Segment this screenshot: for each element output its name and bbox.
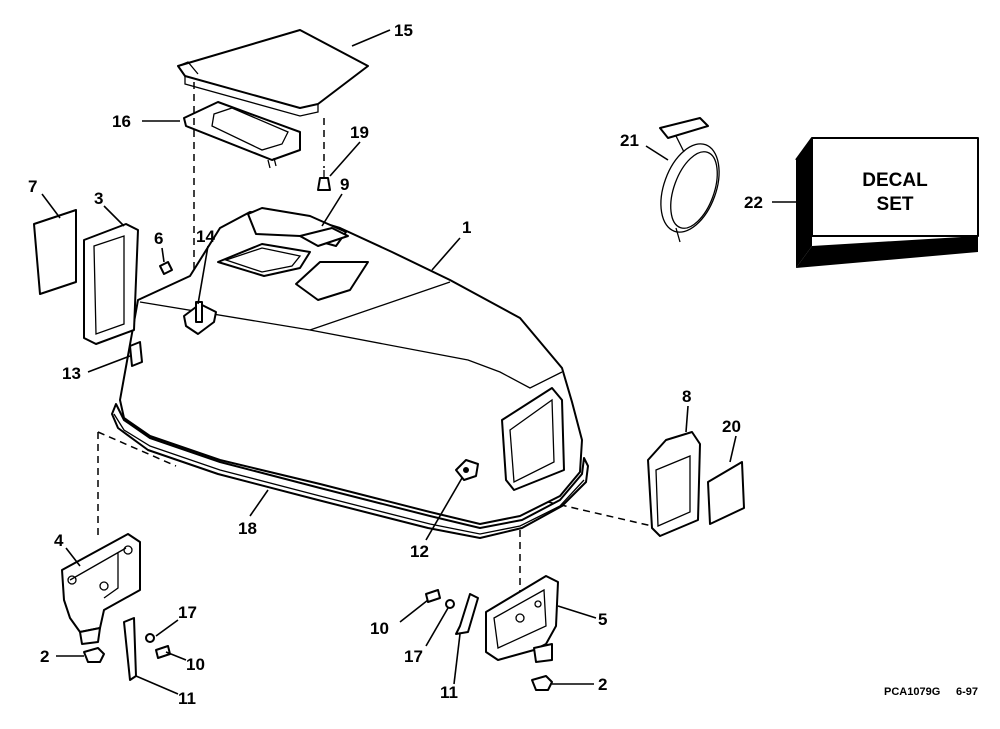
part-15-lid-cover bbox=[177, 29, 369, 117]
part-8-panel bbox=[647, 431, 701, 537]
drawing-code: PCA1079G bbox=[884, 686, 940, 698]
callout-16: 16 bbox=[112, 112, 131, 131]
part-1-engine-cover bbox=[119, 207, 583, 525]
callout-6: 6 bbox=[154, 229, 163, 248]
callout-1: 1 bbox=[462, 218, 471, 237]
callout-11-left: 11 bbox=[178, 689, 196, 708]
callout-22: 22 bbox=[744, 193, 763, 212]
callout-15: 15 bbox=[394, 21, 413, 40]
drawing-date: 6-97 bbox=[956, 686, 978, 698]
part-21-cable bbox=[659, 117, 720, 243]
callout-7: 7 bbox=[28, 177, 37, 196]
callout-19: 19 bbox=[350, 123, 369, 142]
callout-20: 20 bbox=[722, 417, 741, 436]
part-18-seal bbox=[111, 403, 589, 539]
callout-3: 3 bbox=[94, 189, 103, 208]
decal-box-line2: SET bbox=[877, 194, 914, 215]
assembly-lines bbox=[97, 82, 653, 592]
part-3-panel-frame bbox=[83, 223, 139, 345]
callout-10-right: 10 bbox=[370, 619, 389, 638]
part-16-lid-frame bbox=[183, 101, 301, 169]
callout-13: 13 bbox=[62, 364, 81, 383]
footer: PCA1079G 6-97 bbox=[884, 686, 978, 698]
part-17-washer-left bbox=[145, 633, 155, 643]
part-10-screw-right bbox=[425, 589, 441, 603]
part-2-foot-right bbox=[531, 675, 553, 691]
callout-14: 14 bbox=[196, 227, 215, 246]
callout-4: 4 bbox=[54, 531, 64, 550]
part-5-bracket bbox=[485, 575, 559, 663]
part-6-screw bbox=[159, 261, 173, 275]
callout-17-right: 17 bbox=[404, 647, 423, 666]
callout-17-left: 17 bbox=[178, 603, 197, 622]
callout-10-left: 10 bbox=[186, 655, 205, 674]
part-11-strap-left bbox=[123, 617, 137, 681]
callout-21: 21 bbox=[620, 131, 639, 150]
callouts: 15 16 19 9 1 7 3 6 14 13 18 12 8 20 21 2… bbox=[28, 21, 763, 708]
part-11-strap-right bbox=[455, 593, 479, 635]
part-17-washer-right bbox=[445, 599, 455, 609]
part-22-decal-box: DECAL SET bbox=[795, 137, 979, 268]
callout-2-right: 2 bbox=[598, 675, 607, 694]
callout-9: 9 bbox=[340, 175, 349, 194]
part-7-decal bbox=[33, 209, 77, 295]
part-4-bracket bbox=[61, 533, 141, 645]
part-19-screw bbox=[317, 170, 331, 191]
leader-lines bbox=[41, 29, 796, 695]
part-20-decal bbox=[707, 461, 745, 525]
callout-18: 18 bbox=[238, 519, 257, 538]
callout-5: 5 bbox=[598, 610, 607, 629]
callout-11-right: 11 bbox=[440, 683, 458, 702]
decal-box-line1: DECAL bbox=[862, 170, 928, 191]
callout-12: 12 bbox=[410, 542, 429, 561]
callout-2-left: 2 bbox=[40, 647, 49, 666]
part-2-foot-left bbox=[83, 647, 105, 663]
callout-8: 8 bbox=[682, 387, 691, 406]
